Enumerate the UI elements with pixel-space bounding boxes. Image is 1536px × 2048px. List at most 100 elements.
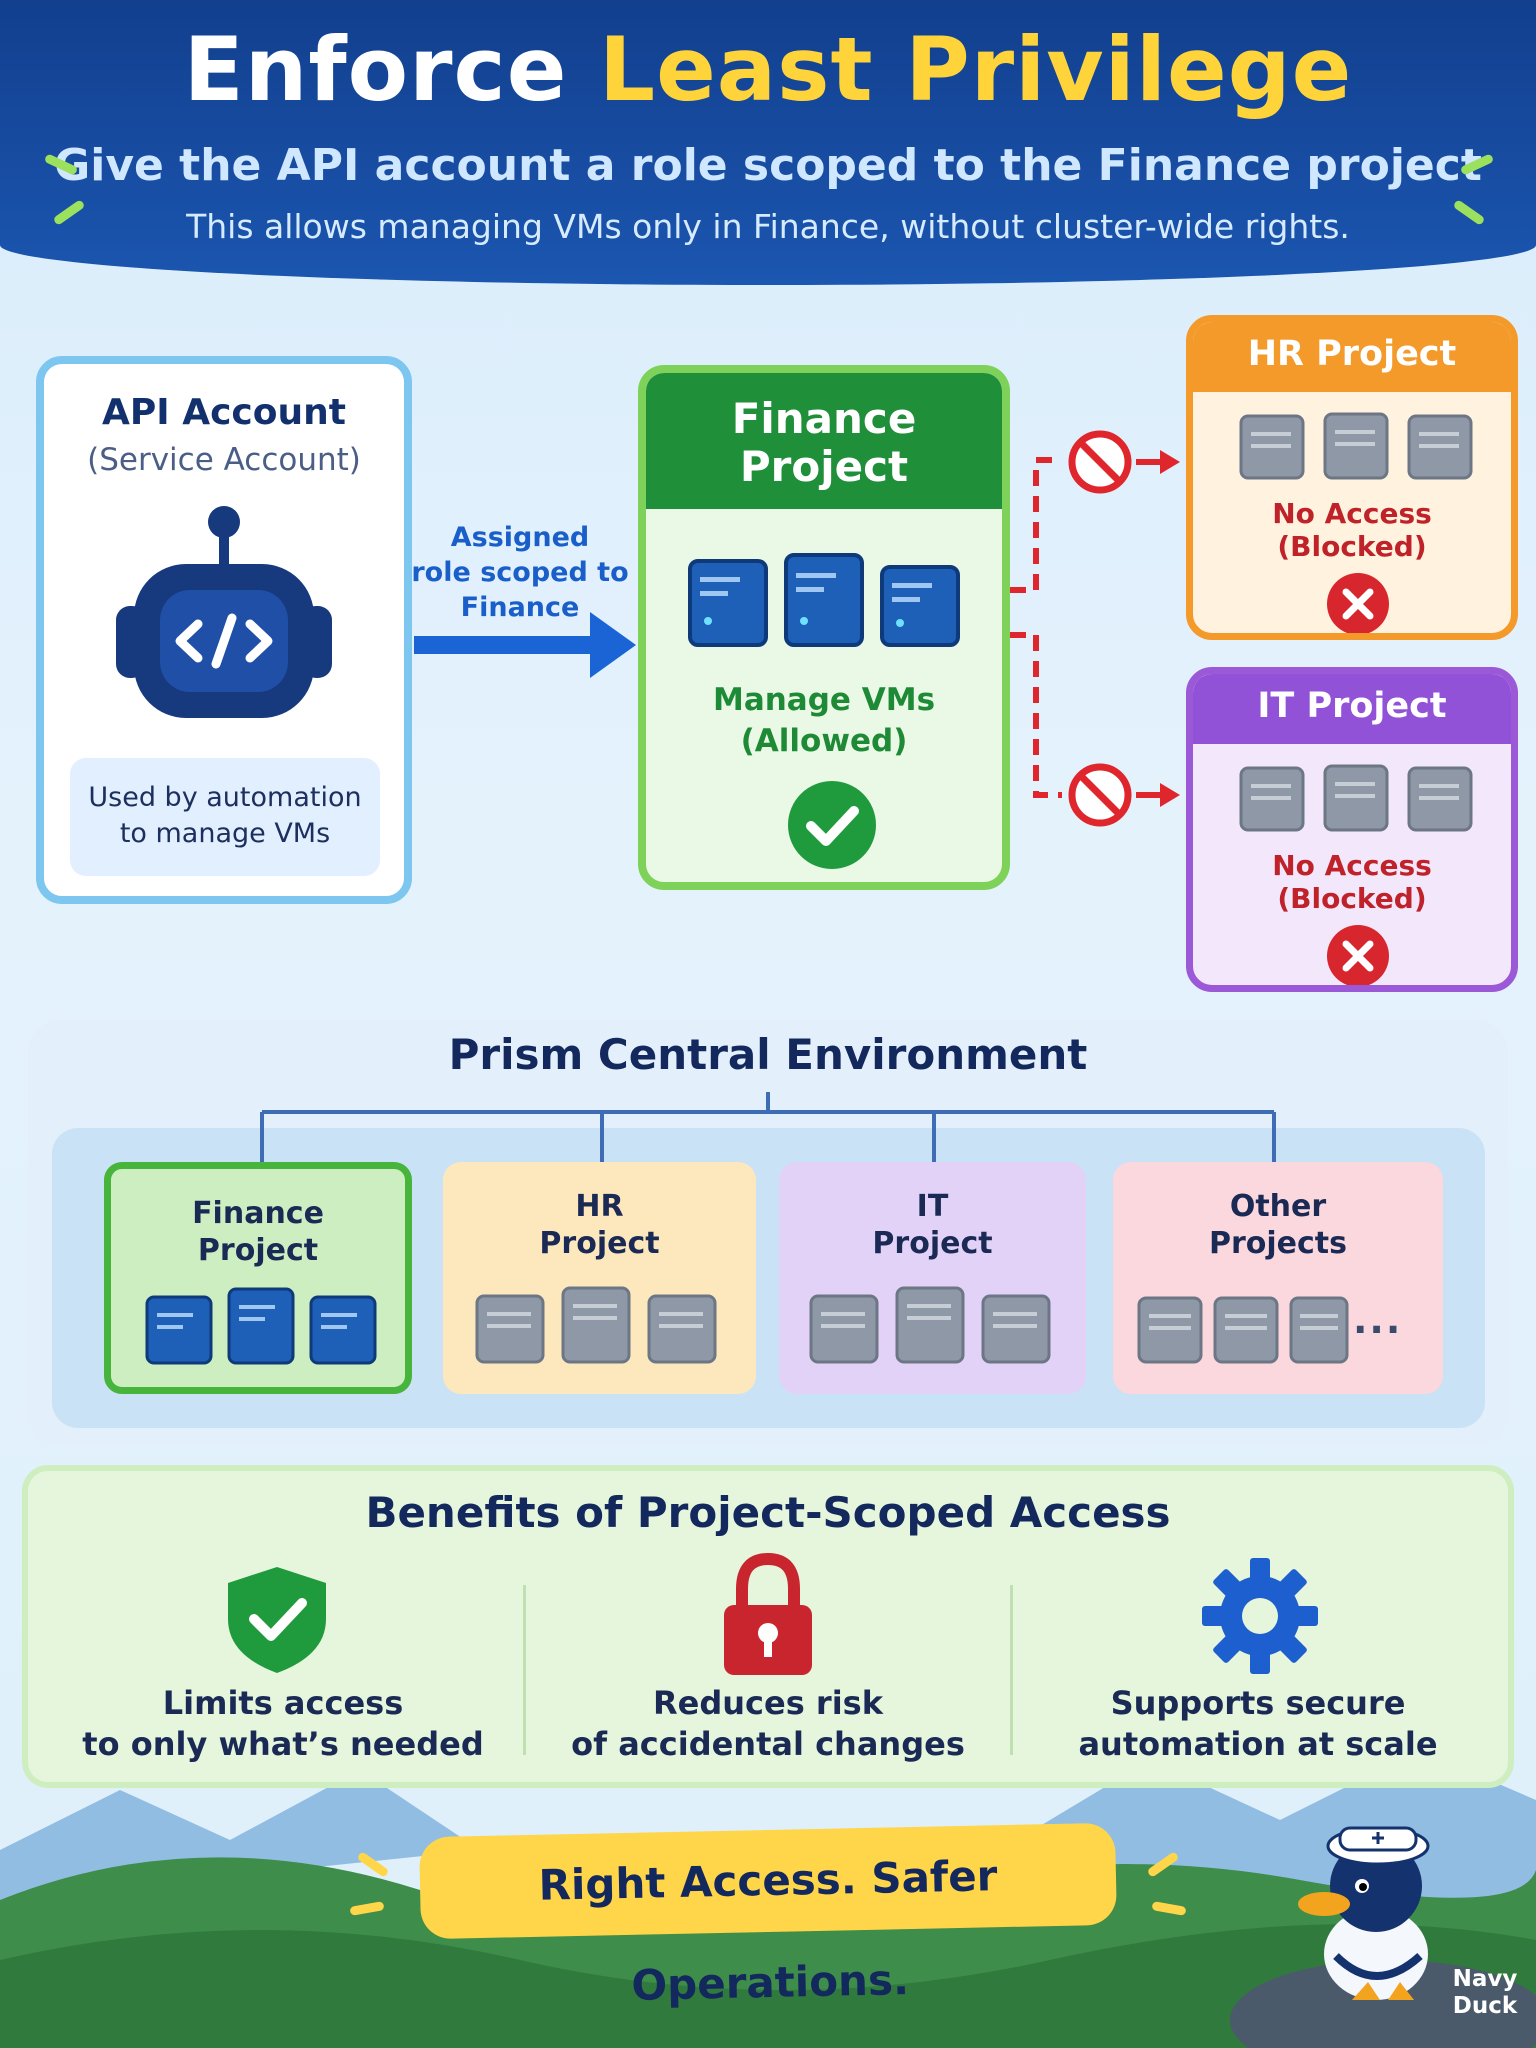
it-status-line: No Access (1272, 849, 1432, 882)
benefit-line: automation at scale (1078, 1725, 1438, 1763)
server-icon (895, 1286, 965, 1364)
benefit-limits-access: Limits access to only what’s needed (53, 1683, 513, 1765)
padlock-icon (724, 1553, 812, 1675)
benefit-line: Limits access (162, 1684, 404, 1722)
server-icon (1323, 412, 1389, 480)
env-project-hr: HR Project (443, 1162, 756, 1394)
server-icon (981, 1294, 1051, 1364)
server-icon (227, 1287, 295, 1365)
server-icon (475, 1294, 545, 1364)
page-subtitle: Give the API account a role scoped to th… (54, 140, 1482, 191)
finance-vm-icons (688, 553, 960, 647)
hr-vm-icons (1239, 412, 1473, 480)
server-icon (1289, 1296, 1349, 1364)
finance-title-line: Project (739, 442, 909, 491)
it-status: No Access (Blocked) (1193, 849, 1511, 915)
finance-card-title: Finance Project (646, 395, 1002, 491)
env-project-label: Other (1229, 1189, 1327, 1224)
finance-env-vm-icons (145, 1287, 377, 1365)
it-project-card: IT Project No Access (Blocked) (1186, 667, 1518, 992)
benefit-secure-automation: Supports secure automation at scale (1028, 1683, 1488, 1765)
server-icon (1323, 764, 1389, 832)
server-icon (145, 1295, 213, 1365)
finance-status-line: (Allowed) (740, 723, 908, 759)
page-description: This allows managing VMs only in Finance… (186, 207, 1350, 246)
server-icon (647, 1294, 717, 1364)
hr-status-line: (Blocked) (1277, 530, 1427, 563)
server-icon (1407, 414, 1473, 480)
hr-env-vm-icons (475, 1286, 717, 1364)
benefit-divider (523, 1585, 526, 1755)
api-note-line: to manage VMs (119, 818, 331, 849)
api-account-subtitle: (Service Account) (87, 442, 361, 478)
env-project-label: IT (916, 1189, 949, 1224)
tagline-banner: Right Access. Safer Operations. (419, 1822, 1117, 2010)
shield-check-icon (228, 1567, 326, 1673)
title-accent: Least Privilege (599, 18, 1353, 121)
server-icon (688, 559, 768, 647)
benefit-line: Reduces risk (653, 1684, 883, 1722)
server-icon (1407, 766, 1473, 832)
server-icon (784, 553, 864, 647)
finance-status-line: Manage VMs (712, 682, 936, 718)
it-env-vm-icons (809, 1286, 1051, 1364)
finance-card-header (646, 373, 1002, 509)
env-project-it: IT Project (779, 1162, 1086, 1394)
assignment-label-line: Assigned (450, 522, 590, 553)
server-icon (561, 1286, 631, 1364)
page-title: Enforce Least Privilege (0, 18, 1536, 121)
gear-icon (1202, 1558, 1318, 1674)
x-circle-icon (1327, 573, 1389, 633)
server-icon (1239, 766, 1305, 832)
api-note-line: Used by automation (88, 782, 362, 813)
x-circle-icon (1327, 925, 1389, 985)
header-banner (0, 0, 1536, 285)
benefit-line: of accidental changes (571, 1725, 965, 1763)
server-icon (880, 565, 960, 647)
env-project-label: Finance (192, 1196, 324, 1231)
it-status-line: (Blocked) (1277, 882, 1427, 915)
api-account-title: API Account (102, 392, 346, 433)
it-vm-icons (1239, 764, 1473, 832)
assignment-label-line: Finance (460, 592, 580, 623)
other-env-vm-icons (1137, 1296, 1349, 1364)
hr-project-card: HR Project No Access (Blocked) (1186, 315, 1518, 640)
environment-title: Prism Central Environment (448, 1030, 1088, 1079)
it-card-title: IT Project (1257, 686, 1447, 726)
api-account-note: Used by automation to manage VMs (70, 758, 380, 876)
mascot-label-line: Navy (1452, 1966, 1518, 1992)
finance-status: Manage VMs (Allowed) (646, 680, 1002, 762)
benefit-reduces-risk: Reduces risk of accidental changes (538, 1683, 998, 1765)
server-icon (1137, 1296, 1203, 1364)
hr-status-line: No Access (1272, 497, 1432, 530)
mascot-label-line: Duck (1452, 1993, 1518, 2019)
server-icon (809, 1294, 879, 1364)
benefit-divider (1010, 1585, 1013, 1755)
assignment-label-line: role scoped to (411, 557, 629, 588)
hr-card-title: HR Project (1247, 334, 1457, 374)
server-icon (1239, 414, 1305, 480)
server-icon (1213, 1296, 1279, 1364)
hr-card-header (1193, 322, 1511, 392)
finance-title-line: Finance (731, 394, 917, 443)
env-project-label: Projects (1208, 1226, 1347, 1261)
env-project-label: Project (197, 1233, 319, 1268)
benefit-line: to only what’s needed (82, 1725, 484, 1763)
benefit-line: Supports secure (1110, 1684, 1406, 1722)
env-project-other: Other Projects ... (1113, 1162, 1443, 1394)
mascot-label: Navy Duck (1440, 1966, 1530, 2020)
env-project-finance: Finance Project (104, 1162, 412, 1394)
navy-duck-mascot-icon (1298, 1826, 1430, 2000)
env-project-label: Project (872, 1226, 993, 1261)
env-project-label: Project (539, 1226, 660, 1261)
it-card-header (1193, 674, 1511, 744)
check-circle-icon (788, 781, 876, 869)
title-main: Enforce (183, 18, 568, 121)
api-account-card: API Account (Service Account) Used by au… (36, 356, 412, 904)
finance-project-card: Finance Project Manage VMs (Allowed) (638, 365, 1010, 890)
assignment-label: Assigned role scoped to Finance (410, 520, 630, 625)
more-projects-ellipsis: ... (1353, 1298, 1403, 1342)
env-project-label: HR (575, 1189, 624, 1224)
robot-icon (116, 506, 332, 718)
hr-status: No Access (Blocked) (1193, 497, 1511, 563)
